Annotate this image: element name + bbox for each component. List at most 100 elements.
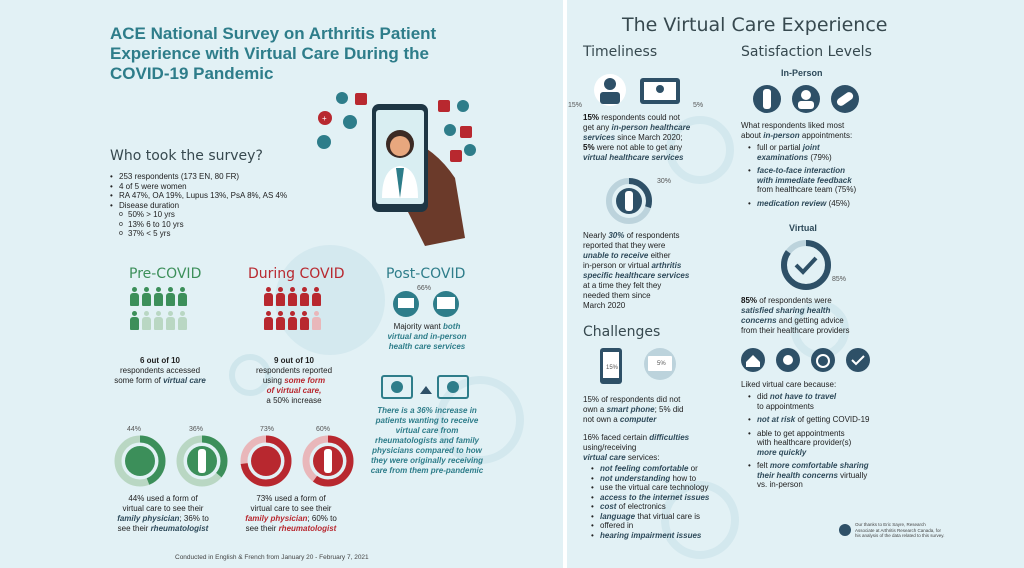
text-em: virtual care — [583, 453, 626, 462]
text: of respondents — [624, 231, 680, 240]
ch-line: 15% of respondents did not — [583, 395, 681, 404]
who-details: 253 respondents (173 EN, 80 FR) 4 of 5 w… — [110, 172, 370, 239]
person-icon — [129, 311, 139, 330]
text-em: language — [600, 511, 636, 521]
text: ; 5% did — [654, 405, 684, 414]
text-em: family physician — [117, 514, 180, 523]
duration-list: 50% > 10 yrs 13% 6 to 10 yrs 37% < 5 yrs — [110, 210, 370, 239]
text: Majority want — [393, 322, 444, 331]
during-line: of virtual care, — [266, 386, 322, 395]
virtual-satisfaction-text: 85% of respondents were satisfied sharin… — [741, 296, 911, 336]
footer-note: Conducted in English & French from Janua… — [175, 554, 369, 561]
who-item: 4 of 5 were women — [110, 182, 370, 192]
virtual-satisfaction-donut — [781, 240, 831, 290]
pre-covid-text: 6 out of 10 respondents accessed some fo… — [100, 356, 220, 386]
who-item: RA 47%, OA 19%, Lupus 13%, PsA 8%, AS 4% — [110, 191, 370, 201]
text-em: with immediate feedback — [757, 175, 852, 185]
person-icon — [165, 287, 175, 306]
text: virtually — [837, 470, 868, 480]
text-em: 5% — [583, 143, 595, 152]
person-icon — [299, 287, 309, 306]
timeliness-donut — [606, 178, 652, 224]
difficulty-item: access to the internet issues — [591, 493, 741, 503]
difficulty-item: not feeling comfortable or — [591, 464, 741, 474]
text: use the virtual care technology — [600, 483, 709, 492]
liked-in-person: What respondents liked most about in-per… — [741, 121, 911, 141]
virtual-sat-pct: 85% — [832, 276, 847, 283]
text: from healthcare team (75%) — [757, 185, 857, 194]
who-heading: Who took the survey? — [110, 148, 263, 164]
text: how to — [670, 473, 697, 483]
pre-note-line: 44% used a form of — [128, 494, 198, 503]
timeliness-icons — [594, 74, 680, 106]
text-em: not feeling comfortable — [600, 464, 689, 473]
text: vs. in-person — [757, 480, 803, 489]
section-divider — [563, 0, 567, 568]
person-icon — [311, 287, 321, 306]
text-em: not have to travel — [769, 392, 837, 401]
tl-line: 15% respondents could not — [583, 113, 723, 123]
timeliness-heading: Timeliness — [583, 44, 658, 60]
text: were not able to get any — [594, 143, 683, 152]
person-icon — [311, 311, 321, 330]
ch2-line: virtual care services: — [583, 453, 733, 463]
pre-covid-line: some form of virtual care — [100, 376, 220, 386]
liked-line: about in-person appointments: — [741, 131, 911, 141]
during-note-line: see their rheumatologist — [226, 524, 356, 534]
pre-covid-heading: Pre-COVID — [129, 266, 202, 282]
text: see their — [245, 524, 279, 533]
who-item: Disease duration — [110, 201, 370, 211]
tl2-line: needed them since — [583, 291, 651, 300]
satisfaction-heading: Satisfaction Levels — [741, 44, 872, 60]
liked-line: What respondents liked most — [741, 121, 845, 130]
tl2-line: Nearly 30% of respondents — [583, 231, 723, 241]
doctor-phone-image: + — [317, 92, 476, 246]
text: using — [262, 376, 285, 385]
text-em: concerns — [741, 316, 777, 325]
person-icon — [287, 287, 297, 306]
text-em: computer — [619, 415, 657, 424]
vs-line: satisfied sharing health — [741, 306, 831, 315]
duration-item: 13% 6 to 10 yrs — [110, 220, 370, 230]
pre-pct2: 36% — [189, 426, 204, 433]
during-covid-heading: During COVID — [248, 266, 345, 282]
phone-illustration: + — [310, 88, 485, 248]
person-icon — [299, 311, 309, 330]
tl2-line: at a time they felt they — [583, 281, 662, 290]
person-icon — [141, 287, 151, 306]
text-em: more comfortable sharing — [769, 461, 869, 470]
post-covid-heading: Post-COVID — [386, 266, 466, 282]
text-em: hearing impairment issues — [600, 530, 702, 540]
difficulty-list: not feeling comfortable or not understan… — [591, 464, 741, 540]
post-pct: 66% — [417, 285, 432, 292]
text: that virtual care is — [635, 511, 701, 521]
pre-note-line: see their rheumatologist — [98, 524, 228, 534]
text-em: unable to receive — [583, 251, 649, 260]
text: since March 2020; — [615, 133, 683, 142]
person-icon — [263, 311, 273, 330]
text-em: cost — [600, 502, 617, 511]
page-title: ACE National Survey on Arthritis Patient… — [110, 24, 437, 83]
text-em: their health concerns — [757, 470, 838, 480]
device-icons — [600, 348, 676, 384]
tl-line: services since March 2020; — [583, 133, 723, 143]
text: did — [757, 392, 770, 401]
text: full or partial — [757, 143, 803, 152]
virtual-heading: The Virtual Care Experience — [622, 14, 888, 36]
text: some form of — [114, 376, 164, 385]
tl2-line: March 2020 — [583, 301, 626, 310]
during-note-line: virtual care to see their — [250, 504, 332, 513]
difficulty-item-cont: not understanding how to — [591, 474, 741, 484]
text: and getting advice — [776, 316, 844, 325]
text: own a — [583, 405, 607, 414]
text: of getting COVID-19 — [795, 415, 870, 424]
who-item: 253 respondents (173 EN, 80 FR) — [110, 172, 370, 182]
text: to appointments — [757, 401, 814, 411]
person-icon — [129, 287, 139, 306]
text-em: virtual care — [163, 376, 206, 385]
logo-icon — [839, 524, 851, 536]
text: of electronics — [616, 502, 666, 511]
